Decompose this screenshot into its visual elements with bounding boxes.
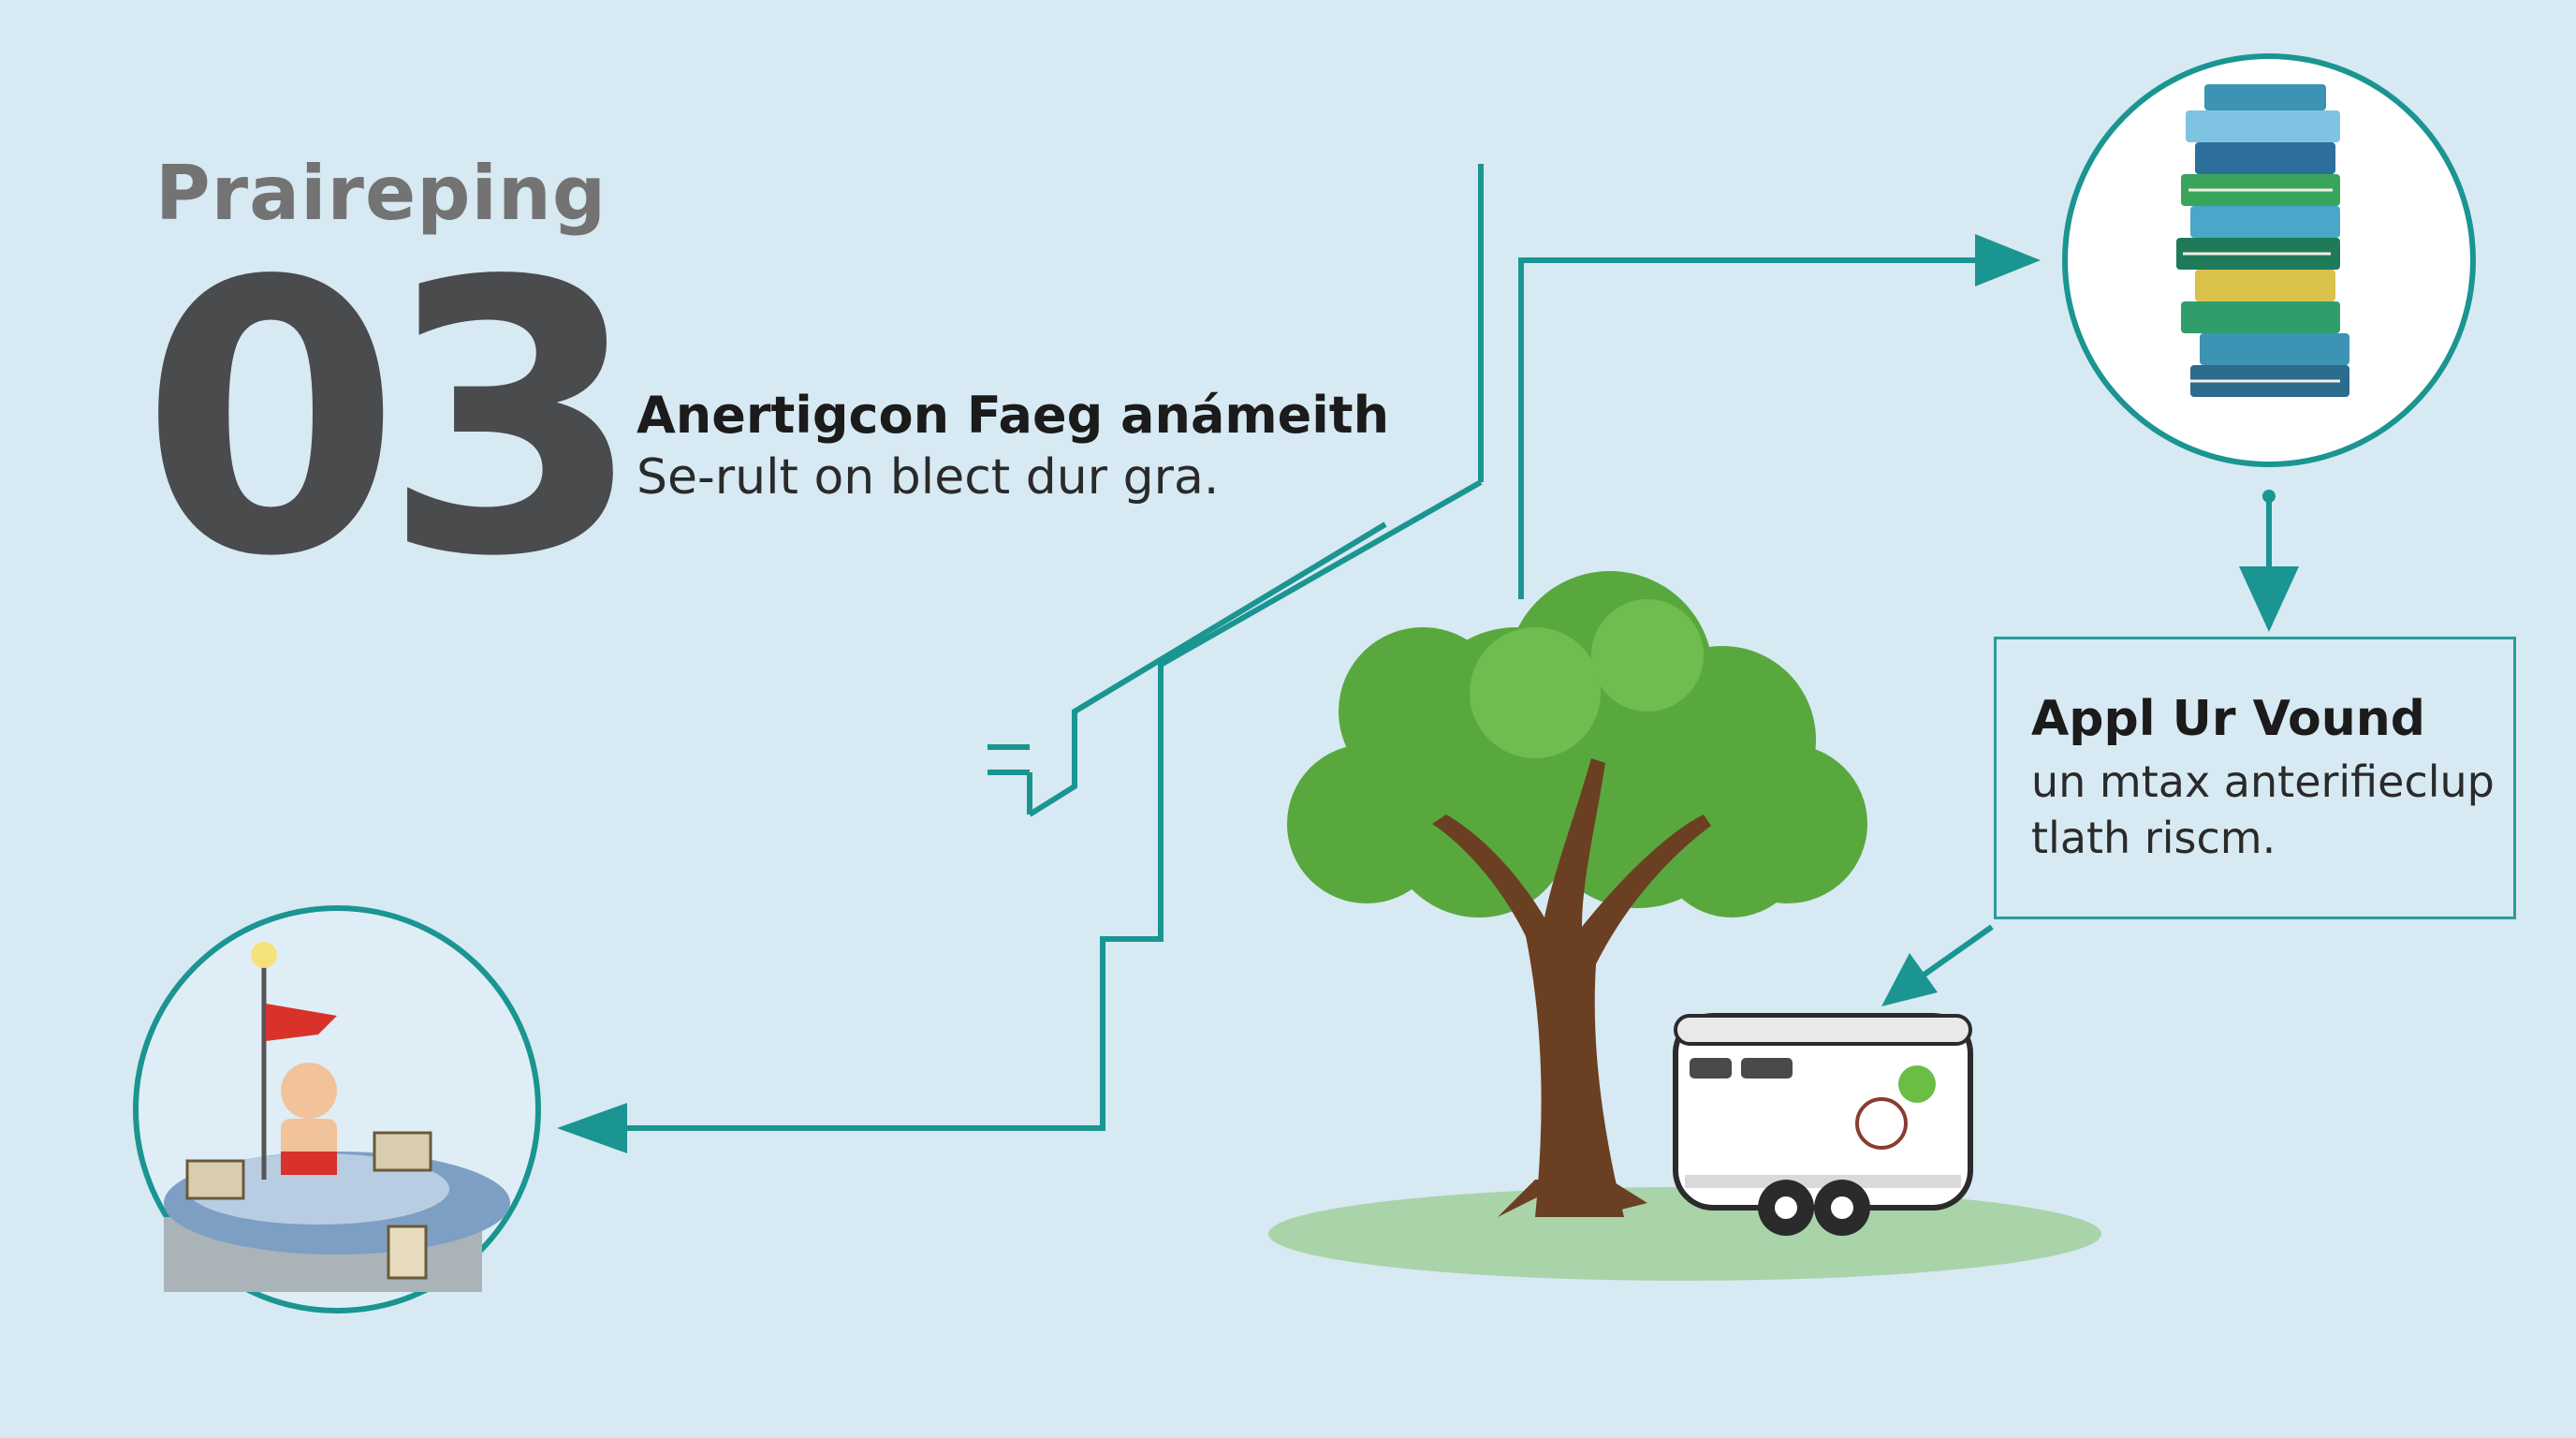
books-stack-icon [2062, 53, 2476, 467]
step-description: Se-rult on blect dur gra. [637, 449, 1220, 506]
callout-box [1994, 637, 2516, 919]
line-callout-to-trailer [1917, 924, 1994, 981]
arrowhead-down [2239, 566, 2299, 632]
cartoon-car-icon [133, 905, 541, 1313]
line-branch-lower [1028, 521, 1387, 817]
callout-description: un mtax anterifieclup tlath riscm. [2031, 756, 2495, 863]
section-kicker: Praireping [155, 150, 607, 237]
ground-shadow [1268, 1187, 2101, 1281]
callout-title: Appl Ur Vound [2031, 691, 2425, 747]
arrowhead-diag [1881, 953, 1938, 1006]
arrowhead-left [557, 1103, 627, 1153]
tree-icon [1287, 571, 1867, 1217]
line-to-books [1518, 257, 1975, 599]
step-number: 03 [140, 203, 643, 638]
step-heading: Anertigcon Faeg anámeith [637, 386, 1390, 445]
line-branch-upper [618, 479, 1483, 1131]
connector-lines [618, 164, 2272, 1131]
arrowhead-right [1975, 234, 2041, 286]
connector-dot [2262, 490, 2276, 503]
trailer-icon [1673, 1013, 1973, 1236]
